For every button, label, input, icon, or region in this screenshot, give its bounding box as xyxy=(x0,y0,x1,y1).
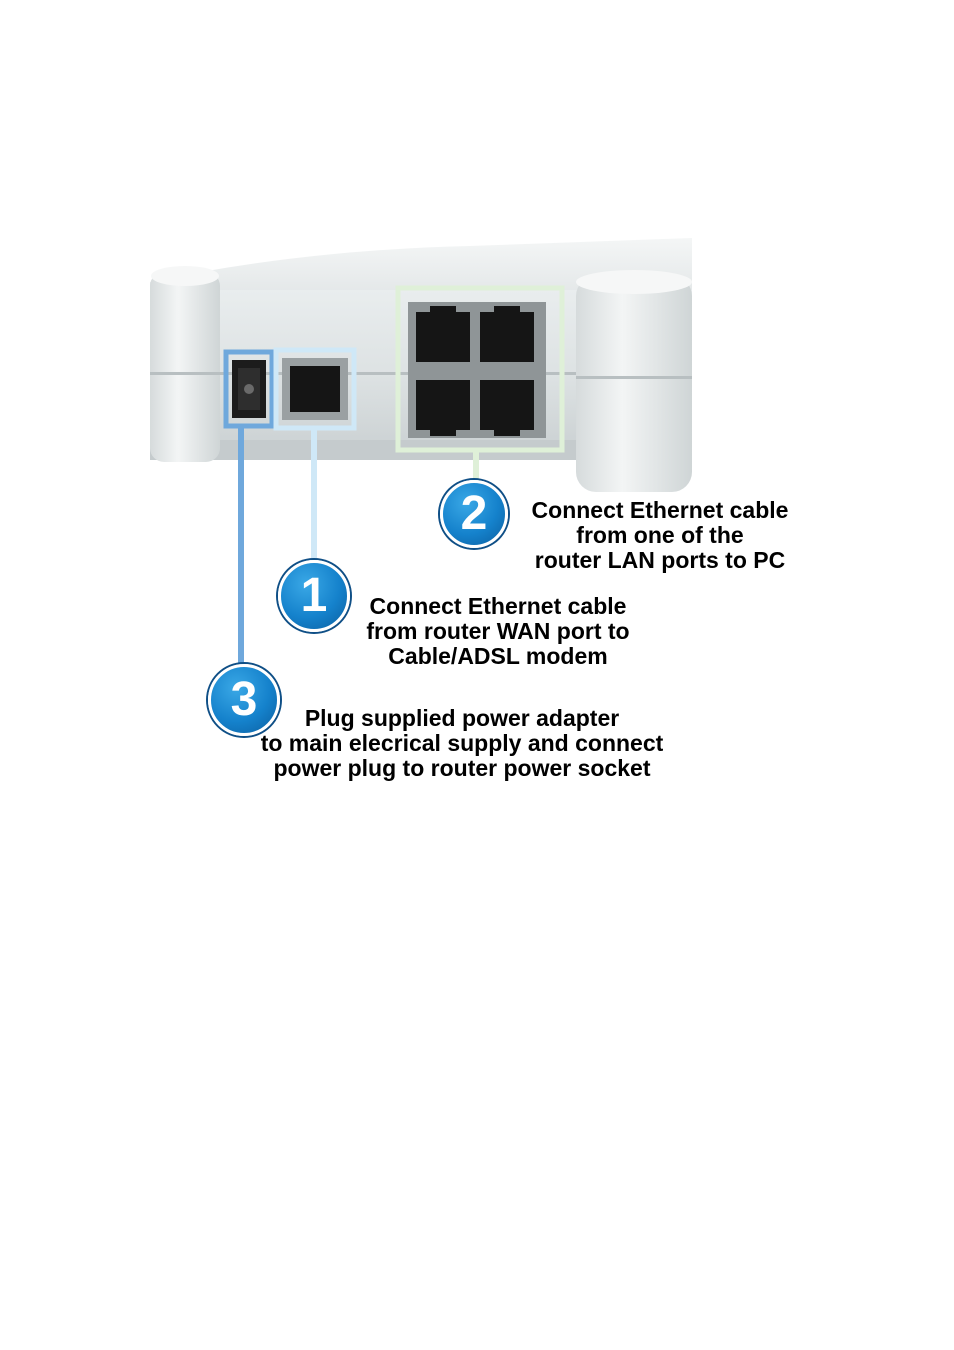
step-1-line-1: Connect Ethernet cable xyxy=(369,593,627,619)
router-left-foot xyxy=(150,266,220,462)
router-right-foot xyxy=(576,270,692,492)
step-3-line-3: power plug to router power socket xyxy=(273,755,651,781)
power-socket-highlight xyxy=(223,349,275,429)
lan-ports-highlight xyxy=(395,285,565,453)
step-3-line-2: to main elecrical supply and connect xyxy=(260,730,664,756)
lan-ports xyxy=(408,302,546,438)
step-3-badge: 3 xyxy=(208,664,280,736)
step-1-line-3: Cable/ADSL modem xyxy=(388,643,608,669)
step-3-line-1: Plug supplied power adapter xyxy=(304,705,620,731)
step-2-line-1: Connect Ethernet cable xyxy=(531,497,789,523)
wan-port xyxy=(282,358,348,420)
step-1-badge: 1 xyxy=(278,560,350,632)
step-2-line-2: from one of the xyxy=(576,522,744,548)
step-3-text: Plug supplied power adapter to main elec… xyxy=(222,706,702,781)
router-top-surface xyxy=(150,238,692,300)
router-illustration xyxy=(150,238,692,492)
step-1-line-2: from router WAN port to xyxy=(366,618,630,644)
step-2-badge: 2 xyxy=(440,480,508,548)
step-2-text: Connect Ethernet cable from one of the r… xyxy=(510,498,810,573)
power-socket xyxy=(232,360,266,418)
step-1-text: Connect Ethernet cable from router WAN p… xyxy=(346,594,650,669)
step-2-line-3: router LAN ports to PC xyxy=(534,547,786,573)
